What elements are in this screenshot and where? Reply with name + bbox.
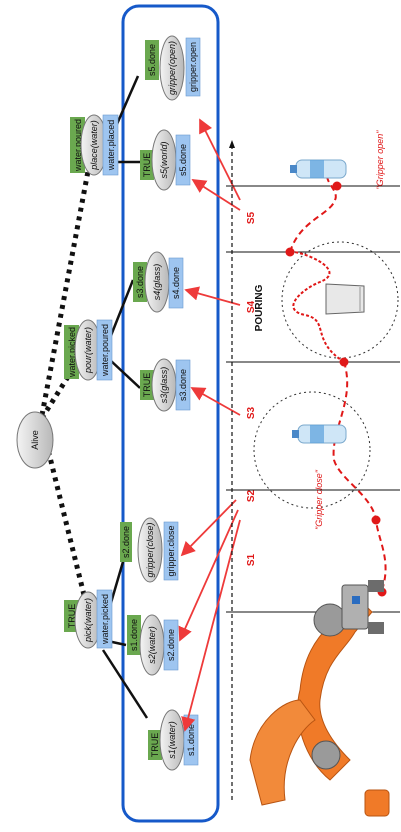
leaf-s1-condition: TRUE: [150, 733, 160, 758]
leaf-s4-action: s4(glass): [152, 264, 162, 301]
leaf-s4-postcondition: s4.done: [171, 267, 181, 299]
leaf-s1-postcondition: s1.done: [186, 724, 196, 756]
leaf-s5-action: s5(world): [159, 141, 169, 178]
leaf-grip-open-condition: s5.done: [147, 44, 157, 76]
leaf-s2-condition: s1.done: [129, 619, 139, 651]
leaf-node-gripper-close: s2.done gripper(close) gripper.close: [120, 517, 179, 583]
leaf-group-frame: [121, 4, 220, 823]
segment-label-s1: S1: [246, 553, 257, 566]
leaf-s4-condition: s3.done: [135, 266, 145, 298]
root-label: Alive: [30, 430, 40, 450]
grasp-region-circle: [253, 391, 371, 509]
branch-node-pour: water.picked pour(water) water.poured: [64, 319, 113, 381]
leaf-s3-postcondition: s3.done: [178, 369, 188, 401]
leaf-s3-action: s3(glass): [159, 367, 169, 404]
branch-pick-postcondition: water.picked: [100, 594, 110, 645]
phase-label-pouring: POURING: [254, 284, 265, 331]
water-bottle-placed-icon: [290, 159, 347, 179]
leaf-s5-postcondition: s5.done: [178, 144, 188, 176]
annotation-gripper-close: "Gripper close": [314, 469, 324, 530]
water-bottle-icon: [292, 424, 347, 444]
branch-pick-condition: TRUE: [67, 604, 77, 629]
robot-arm-icon: [249, 580, 390, 817]
leaf-s2-postcondition: s2.done: [166, 629, 176, 661]
branch-pour-action: pour(water): [83, 327, 93, 374]
leaf-grip-close-condition: s2.done: [121, 526, 131, 558]
leaf-s3-condition: TRUE: [142, 373, 152, 398]
leaf-node-s2: s1.done s2(water) s2.done: [127, 614, 179, 676]
leaf-node-gripper-open: s5.done gripper(open) gripper.open: [145, 35, 201, 101]
segment-label-s3: S3: [246, 406, 257, 419]
glass-icon: [325, 283, 365, 315]
leaf-grip-open-action: gripper(open): [167, 41, 177, 95]
leaf-node-s3: TRUE s3(glass) s3.done: [140, 358, 191, 412]
leaf-grip-open-postcondition: gripper.open: [188, 42, 198, 92]
leaf-s1-action: s1(water): [167, 721, 177, 759]
branch-place-action: place(water): [89, 120, 99, 171]
root-node: Alive: [16, 411, 54, 469]
branch-node-pick: TRUE pick(water) water.picked: [64, 589, 113, 649]
leaf-s2-action: s2(water): [147, 626, 157, 664]
segment-label-s5: S5: [246, 211, 257, 224]
trajectory-waypoints: [285, 181, 387, 597]
leaf-node-s4: s3.done s4(glass) s4.done: [133, 251, 184, 313]
branch-place-postcondition: water.placed: [106, 120, 116, 172]
annotation-gripper-open: "Gripper open": [375, 130, 385, 190]
segment-label-s4: S4: [246, 300, 257, 313]
branch-pick-action: pick(water): [83, 598, 93, 643]
segment-label-s2: S2: [246, 489, 257, 502]
mapping-arrows: [178, 118, 241, 732]
trajectory: [289, 169, 387, 591]
leaf-node-s5: TRUE s5(world) s5.done: [140, 129, 191, 191]
leaf-s5-condition: TRUE: [142, 153, 152, 178]
leaf-grip-close-action: gripper(close): [145, 522, 155, 577]
branch-pour-postcondition: water.poured: [100, 324, 110, 377]
branch-pour-condition: water.picked: [67, 327, 77, 378]
leaf-node-s1: TRUE s1(water) s1.done: [148, 709, 199, 771]
branch-node-place: water.poured place(water) water.placed: [70, 114, 119, 176]
leaf-grip-close-postcondition: gripper.close: [166, 525, 176, 576]
branch-place-condition: water.poured: [73, 119, 83, 172]
